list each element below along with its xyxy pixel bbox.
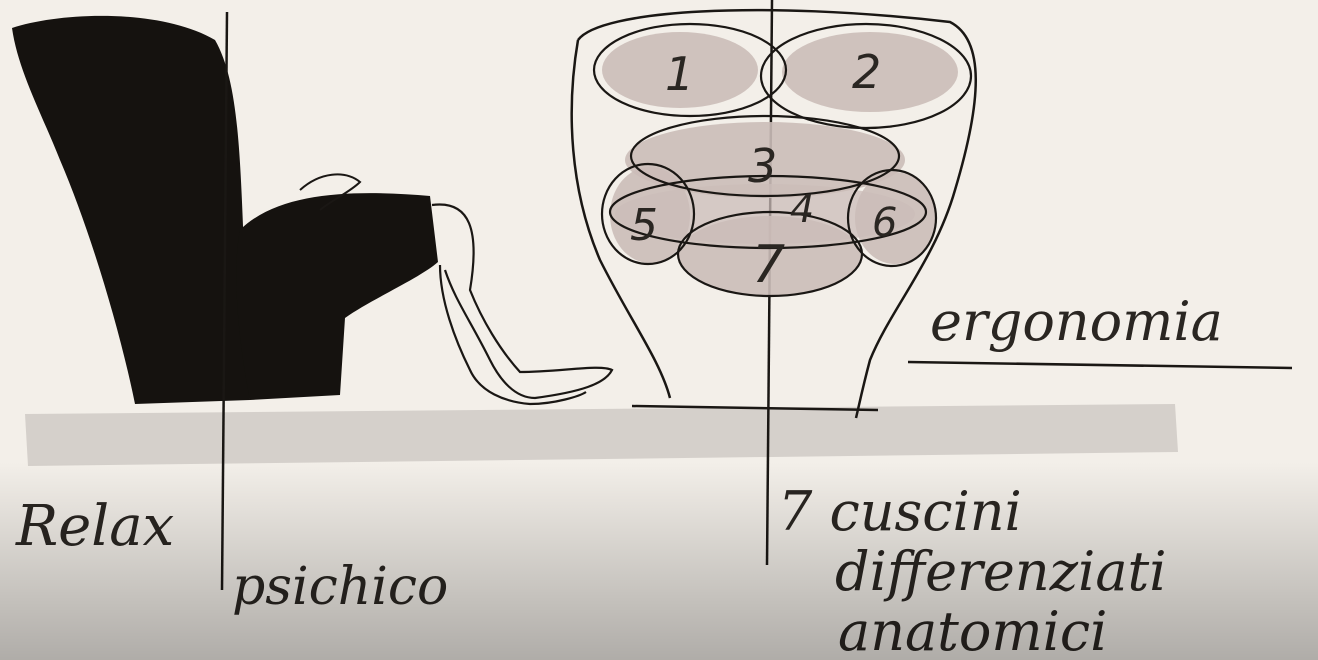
cushion-2-shade: [782, 32, 958, 112]
cushion-4-shade: [615, 184, 915, 244]
cushion-number-5: 5: [630, 200, 658, 251]
cushion-1-outline: [592, 22, 788, 118]
cushion-3-outline: [629, 114, 901, 198]
vertical-axis-left: [220, 11, 229, 591]
cushion-number-4: 4: [790, 187, 814, 231]
ergonomia-underline: [907, 360, 1293, 370]
cushion-number-7: 7: [752, 235, 785, 295]
cushion-number-6: 6: [872, 200, 897, 246]
left-label-relax: Relax: [15, 494, 174, 559]
cushion-number-3: 3: [748, 139, 777, 193]
cushion-2-outline: [759, 22, 973, 130]
cushion-6-outline: [846, 168, 938, 268]
cushion-4-outline: [608, 174, 928, 250]
cushion-note-line-1: 7 cuscini: [778, 480, 1022, 543]
figure-legs: [431, 203, 614, 406]
cushion-7-outline: [676, 210, 864, 298]
cushion-5-shade: [610, 167, 690, 263]
figure-hand: [299, 173, 362, 211]
cushion-6-shade: [855, 172, 935, 264]
cushion-7-shade: [678, 216, 862, 296]
left-label-psichico: psichico: [232, 557, 448, 617]
cushion-5-outline: [600, 162, 696, 266]
cushion-number-1: 1: [665, 47, 694, 101]
cushion-1-shade: [602, 32, 758, 108]
armchair-outline: [570, 8, 977, 419]
ergonomia-heading: ergonomia: [930, 290, 1223, 353]
cushion-number-2: 2: [852, 45, 881, 99]
armchair-front-view: 1 2 3 4 5 6 7: [570, 0, 977, 566]
floor-shadow: [25, 404, 1178, 466]
armchair-seat: [236, 193, 438, 400]
armchair-backrest: [12, 15, 250, 405]
base-line: [631, 404, 879, 412]
armchair-side-view: [12, 11, 614, 591]
cushion-note-line-3: anatomici: [838, 600, 1107, 660]
cushion-note-line-2: differenziati: [835, 540, 1167, 603]
